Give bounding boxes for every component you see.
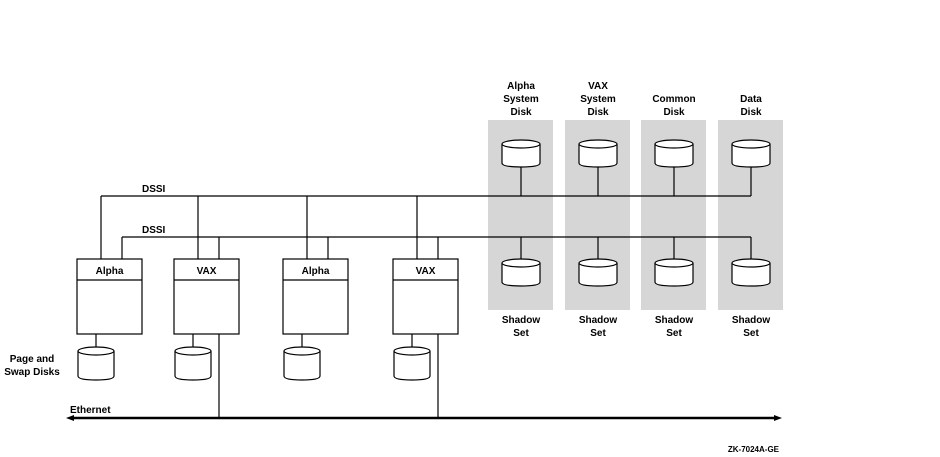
shadow-set-label: Shadow — [655, 315, 694, 326]
ethernet-label: Ethernet — [70, 405, 111, 416]
disk-top — [501, 258, 541, 268]
disk-side — [731, 144, 771, 168]
node-box — [282, 258, 349, 335]
shadow-set-label: Shadow — [502, 315, 541, 326]
shadow-set-label: Set — [666, 328, 682, 339]
dssi-bottom-label: DSSI — [142, 225, 166, 236]
shadow-set-label: Shadow — [732, 315, 771, 326]
disk-side — [654, 144, 694, 168]
disk-side — [578, 144, 618, 168]
disk-top — [393, 346, 431, 356]
disk-top — [578, 258, 618, 268]
node-box — [76, 258, 143, 335]
disk-column-title: Common — [652, 94, 695, 105]
disk-side — [654, 263, 694, 287]
shadow-disk-icon — [501, 258, 541, 287]
shadow-disk-icon — [578, 258, 618, 287]
ethernet-arrow-left-icon — [66, 415, 74, 421]
node-label: VAX — [416, 266, 436, 277]
system-disk-icon — [654, 139, 694, 168]
disk-column-title: System — [503, 94, 539, 105]
disk-column-title: Alpha — [507, 81, 535, 92]
disk-side — [501, 263, 541, 287]
figure-id: ZK-7024A-GE — [728, 445, 780, 454]
disk-column-title: System — [580, 94, 616, 105]
node-alpha: Alpha — [282, 258, 349, 335]
disk-top — [578, 139, 618, 149]
disk-top — [174, 346, 212, 356]
disk-side — [77, 351, 115, 381]
disk-top — [77, 346, 115, 356]
node-box — [392, 258, 459, 335]
disk-side — [393, 351, 431, 381]
node-alpha: Alpha — [76, 258, 143, 335]
system-disk-icon — [501, 139, 541, 168]
disk-column-title: Disk — [663, 107, 685, 118]
shadow-set-label: Set — [513, 328, 529, 339]
page-swap-label-line-2: Swap Disks — [4, 367, 60, 378]
disk-top — [654, 139, 694, 149]
disk-column-title: Disk — [740, 107, 762, 118]
node-box — [173, 258, 240, 335]
disk-column-title: Disk — [510, 107, 532, 118]
disk-top — [654, 258, 694, 268]
disk-column-title: Disk — [587, 107, 609, 118]
disk-side — [283, 351, 321, 381]
page-swap-disk-icon — [393, 346, 431, 381]
page-swap-disk-icon — [283, 346, 321, 381]
disk-top — [501, 139, 541, 149]
disk-side — [578, 263, 618, 287]
page-swap-label-line-1: Page and — [10, 354, 54, 365]
disk-side — [501, 144, 541, 168]
disk-top — [283, 346, 321, 356]
shadow-set-label: Set — [743, 328, 759, 339]
disk-side — [731, 263, 771, 287]
page-swap-disk-icon — [174, 346, 212, 381]
node-vax: VAX — [392, 258, 459, 335]
shadow-disk-icon — [731, 258, 771, 287]
ethernet-arrow-right-icon — [774, 415, 782, 421]
node-label: VAX — [197, 266, 217, 277]
disk-side — [174, 351, 212, 381]
dssi-top-label: DSSI — [142, 184, 166, 195]
shadow-set-label: Set — [590, 328, 606, 339]
node-vax: VAX — [173, 258, 240, 335]
shadow-disk-icon — [654, 258, 694, 287]
disk-column-title: VAX — [588, 81, 608, 92]
system-disk-icon — [731, 139, 771, 168]
disk-column-title: Data — [740, 94, 762, 105]
disk-top — [731, 139, 771, 149]
shadow-set-label: Shadow — [579, 315, 618, 326]
node-label: Alpha — [96, 266, 124, 277]
disk-top — [731, 258, 771, 268]
page-swap-disk-icon — [77, 346, 115, 381]
system-disk-icon — [578, 139, 618, 168]
node-label: Alpha — [302, 266, 330, 277]
